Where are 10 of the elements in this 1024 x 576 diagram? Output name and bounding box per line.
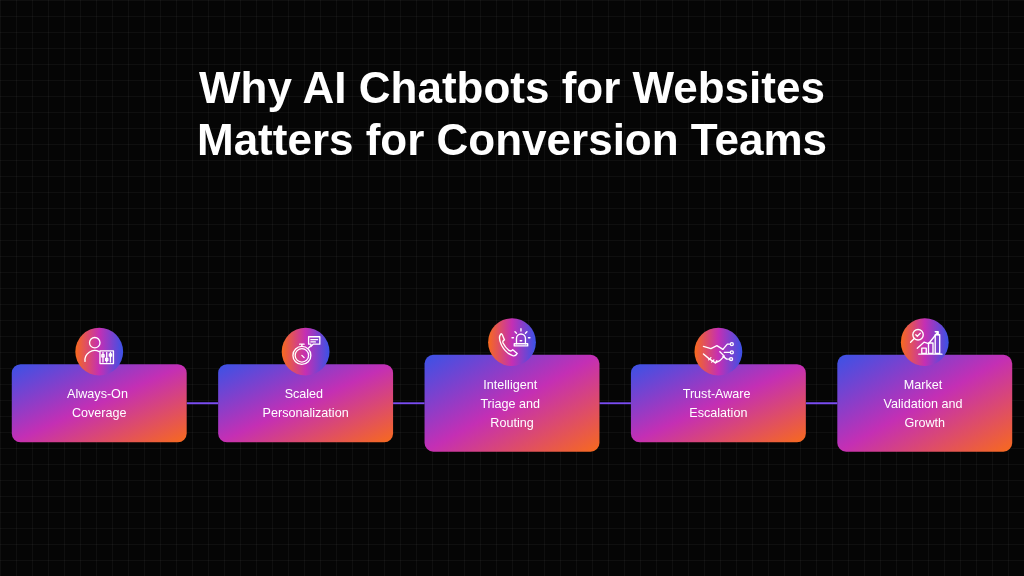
node-box: Intelligent Triage and Routing — [424, 354, 600, 452]
node-box: Trust-Aware Escalation — [630, 364, 806, 443]
connector — [804, 402, 839, 405]
node-box: Scaled Personalization — [218, 364, 394, 443]
connector — [392, 402, 426, 405]
title: Why AI Chatbots for Websites Matters for Conversion Teams — [196, 62, 828, 166]
connector — [185, 402, 220, 405]
node-box: Market Validation and Growth — [837, 354, 1013, 452]
node-box: Always-On Coverage — [11, 364, 187, 443]
connector — [598, 402, 632, 405]
